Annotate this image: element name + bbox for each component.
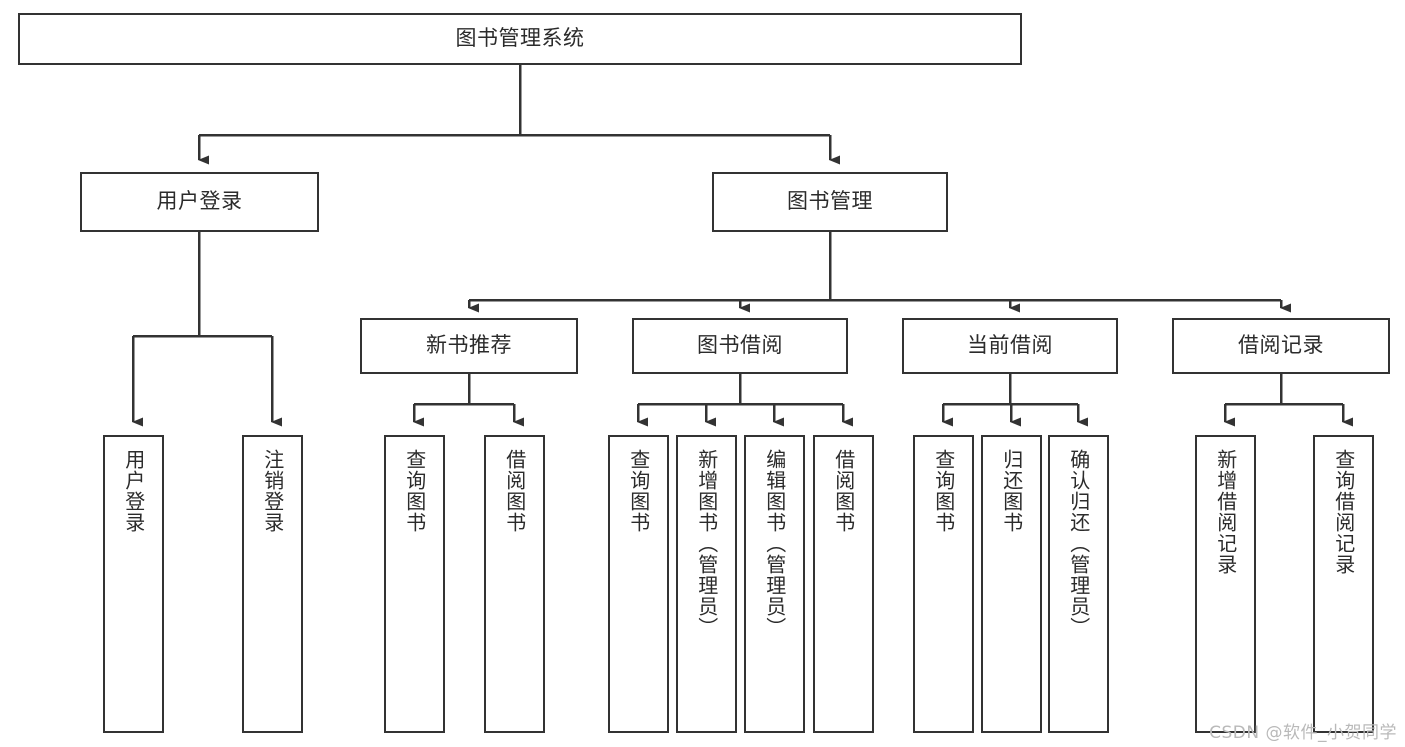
node-leaf-confirm-return[interactable]: 确认归还（管理员） bbox=[1048, 435, 1109, 733]
node-borrow-record[interactable]: 借阅记录 bbox=[1172, 318, 1390, 374]
node-book-management[interactable]: 图书管理 bbox=[712, 172, 948, 232]
node-book-borrow-label: 图书借阅 bbox=[697, 333, 783, 358]
node-leaf-add-book[interactable]: 新增图书（管理员） bbox=[676, 435, 737, 733]
node-user-login-label: 用户登录 bbox=[156, 189, 243, 214]
node-root-label: 图书管理系统 bbox=[455, 26, 585, 51]
node-root[interactable]: 图书管理系统 bbox=[18, 13, 1022, 65]
node-leaf-return-book[interactable]: 归还图书 bbox=[981, 435, 1042, 733]
node-new-book-recommend[interactable]: 新书推荐 bbox=[360, 318, 578, 374]
node-leaf-borrow-book-1-label: 借阅图书 bbox=[502, 449, 527, 533]
node-current-borrow[interactable]: 当前借阅 bbox=[902, 318, 1118, 374]
node-leaf-query-borrow-record[interactable]: 查询借阅记录 bbox=[1313, 435, 1374, 733]
node-leaf-add-borrow-record[interactable]: 新增借阅记录 bbox=[1195, 435, 1256, 733]
node-leaf-edit-book[interactable]: 编辑图书（管理员） bbox=[744, 435, 805, 733]
node-leaf-query-book-1-label: 查询图书 bbox=[402, 449, 427, 533]
node-leaf-add-book-label: 新增图书（管理员） bbox=[694, 449, 719, 638]
node-leaf-borrow-book-2[interactable]: 借阅图书 bbox=[813, 435, 874, 733]
node-book-borrow[interactable]: 图书借阅 bbox=[632, 318, 848, 374]
node-leaf-query-book-3-label: 查询图书 bbox=[931, 449, 956, 533]
node-leaf-user-login[interactable]: 用户登录 bbox=[103, 435, 164, 733]
node-leaf-edit-book-label: 编辑图书（管理员） bbox=[762, 449, 787, 638]
node-leaf-query-book-3[interactable]: 查询图书 bbox=[913, 435, 974, 733]
node-current-borrow-label: 当前借阅 bbox=[967, 333, 1053, 358]
node-user-login[interactable]: 用户登录 bbox=[80, 172, 319, 232]
node-new-book-recommend-label: 新书推荐 bbox=[426, 333, 512, 358]
node-leaf-query-book-1[interactable]: 查询图书 bbox=[384, 435, 445, 733]
node-leaf-query-book-2-label: 查询图书 bbox=[626, 449, 651, 533]
node-leaf-return-book-label: 归还图书 bbox=[999, 449, 1024, 533]
node-leaf-query-borrow-record-label: 查询借阅记录 bbox=[1331, 449, 1356, 575]
csdn-watermark: CSDN @软件_小贺同学 bbox=[1209, 723, 1397, 743]
node-leaf-confirm-return-label: 确认归还（管理员） bbox=[1066, 449, 1091, 638]
node-leaf-borrow-book-1[interactable]: 借阅图书 bbox=[484, 435, 545, 733]
node-leaf-user-login-label: 用户登录 bbox=[121, 449, 146, 533]
node-leaf-user-logout[interactable]: 注销登录 bbox=[242, 435, 303, 733]
node-book-management-label: 图书管理 bbox=[787, 189, 873, 214]
node-leaf-query-book-2[interactable]: 查询图书 bbox=[608, 435, 669, 733]
node-leaf-add-borrow-record-label: 新增借阅记录 bbox=[1213, 449, 1238, 575]
node-borrow-record-label: 借阅记录 bbox=[1238, 333, 1324, 358]
node-leaf-borrow-book-2-label: 借阅图书 bbox=[831, 449, 856, 533]
node-leaf-user-logout-label: 注销登录 bbox=[260, 449, 285, 533]
